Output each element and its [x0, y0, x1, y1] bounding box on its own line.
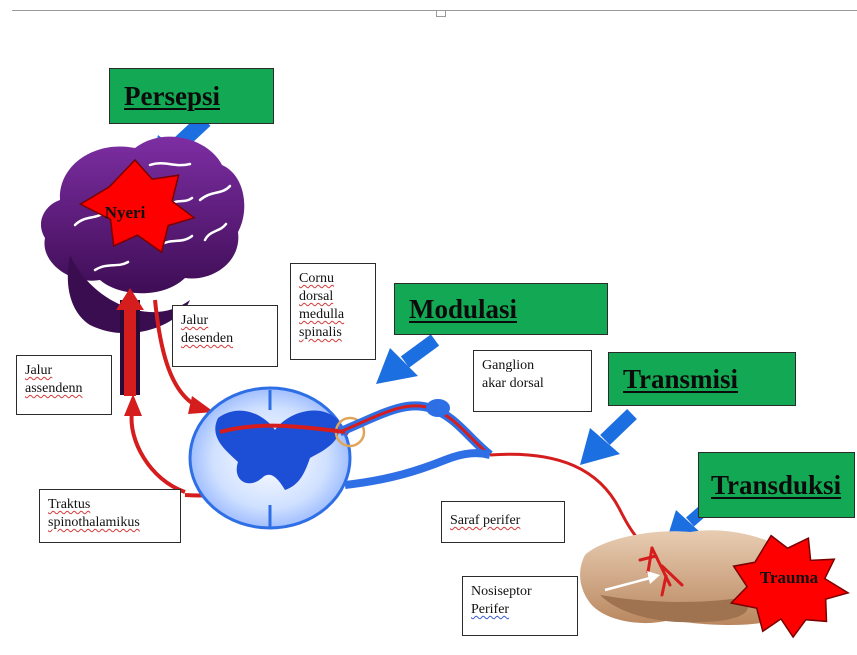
spinal-cord-cross-section: [190, 388, 364, 528]
label-ganglion-line2: akar dorsal: [482, 375, 583, 393]
label-jalur-desenden-line2: desenden: [181, 330, 269, 348]
label-nosiseptor: Nosiseptor Perifer: [462, 576, 578, 636]
label-jalur-assenden: Jalur assendenn: [16, 355, 112, 415]
label-nosiseptor-line1: Nosiseptor: [471, 583, 569, 601]
label-saraf-text: Saraf perifer: [450, 512, 556, 530]
label-saraf-perifer: Saraf perifer: [441, 501, 565, 543]
trauma-label: Trauma: [760, 568, 818, 588]
label-cornu-line3: medulla: [299, 306, 367, 324]
stage-transmisi-text: Transmisi: [623, 364, 738, 395]
nyeri-label: Nyeri: [105, 203, 146, 223]
stage-transduksi-text: Transduksi: [711, 470, 841, 501]
label-traktus-line2: spinothalamikus: [48, 514, 172, 532]
label-ganglion-line1: Ganglion: [482, 357, 583, 375]
label-cornu-dorsal: Cornu dorsal medulla spinalis: [290, 263, 376, 360]
stage-transmisi: Transmisi: [608, 352, 796, 406]
label-traktus: Traktus spinothalamikus: [39, 489, 181, 543]
label-cornu-line2: dorsal: [299, 288, 367, 306]
stage-modulasi: Modulasi: [394, 283, 608, 335]
stage-persepsi: Persepsi: [109, 68, 274, 124]
label-cornu-line4: spinalis: [299, 324, 367, 342]
label-jalur-assenden-line2: assendenn: [25, 380, 103, 398]
label-cornu-line1: Cornu: [299, 270, 367, 288]
label-jalur-desenden-line1: Jalur: [181, 312, 269, 330]
arrow-transmisi: [580, 414, 632, 465]
label-ganglion: Ganglion akar dorsal: [473, 350, 592, 412]
stage-modulasi-text: Modulasi: [409, 294, 517, 325]
label-jalur-assenden-line1: Jalur: [25, 362, 103, 380]
label-nosiseptor-line2: Perifer: [471, 601, 569, 619]
label-traktus-line1: Traktus: [48, 496, 172, 514]
arrow-modulasi: [376, 340, 435, 384]
stage-persepsi-text: Persepsi: [124, 81, 220, 112]
stage-transduksi: Transduksi: [698, 452, 855, 518]
label-jalur-desenden: Jalur desenden: [172, 305, 278, 367]
